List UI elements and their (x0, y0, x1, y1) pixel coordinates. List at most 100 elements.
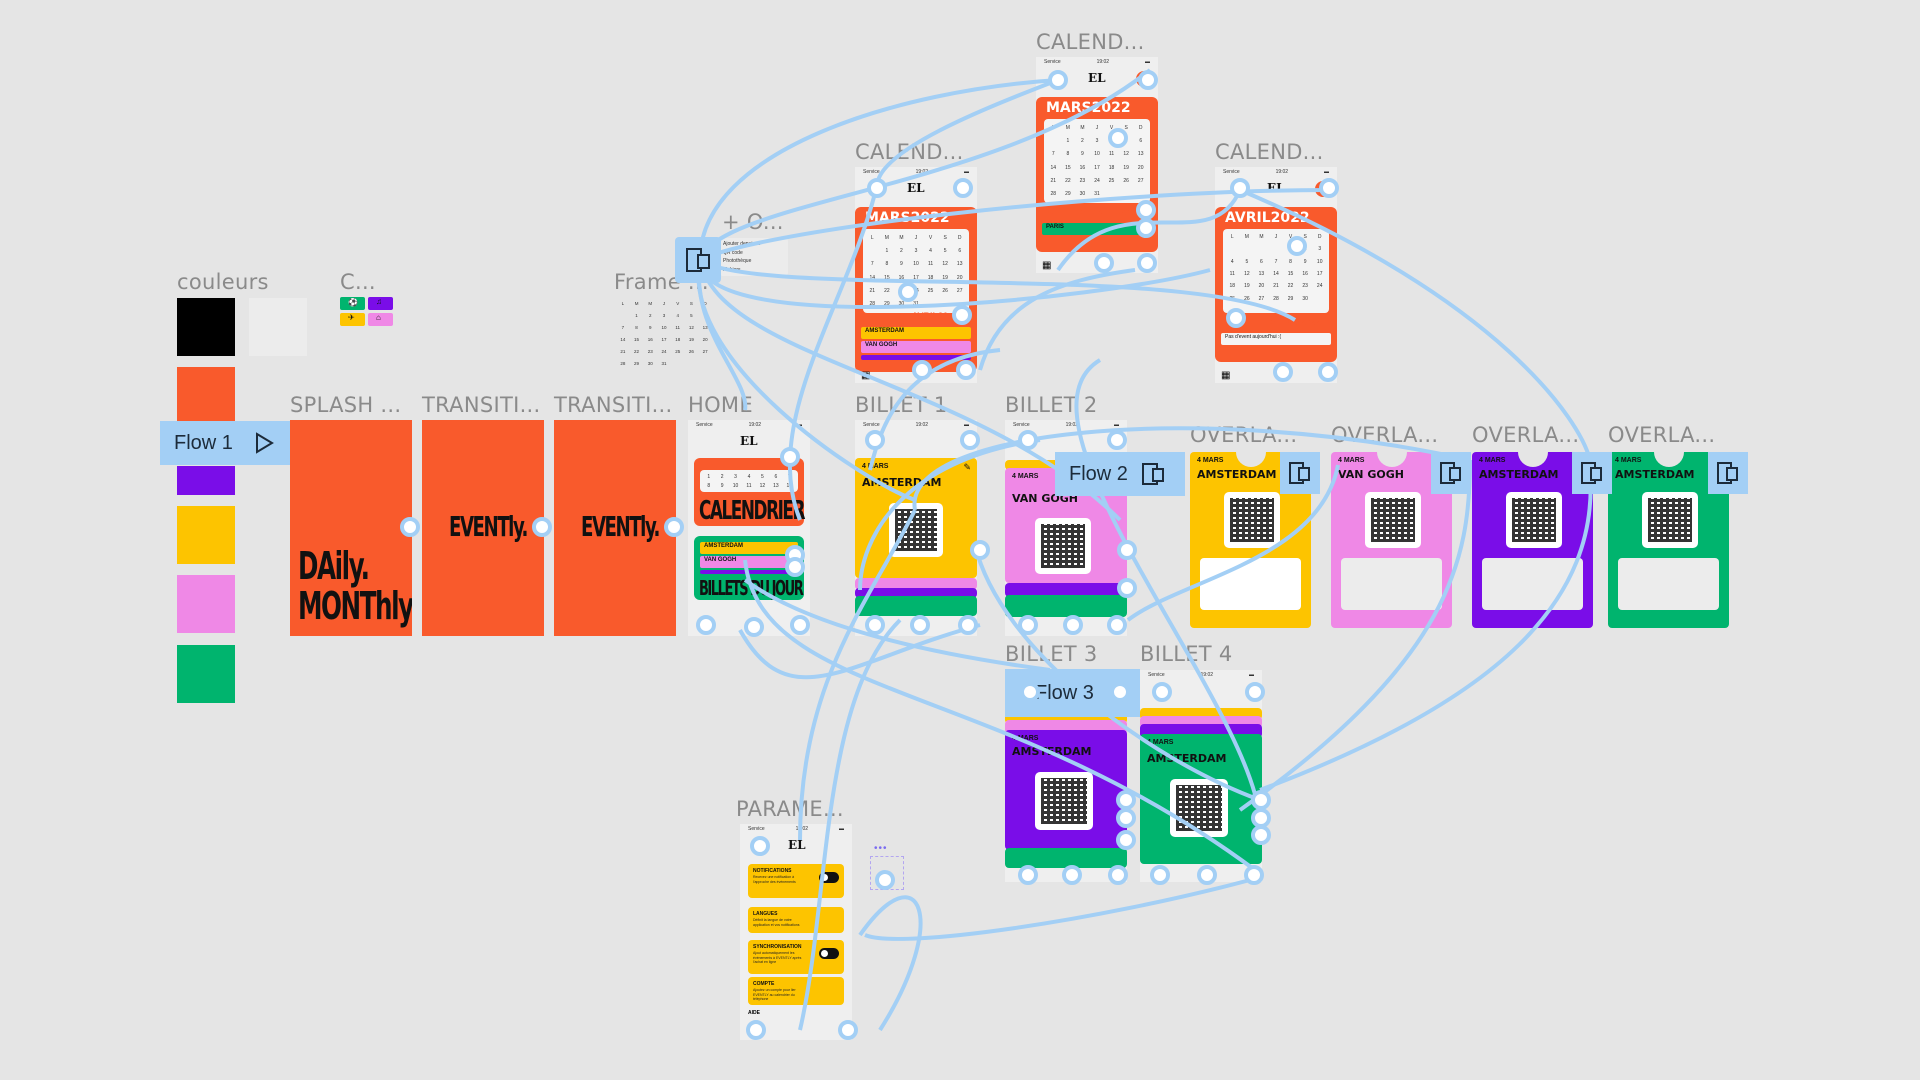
connection-node[interactable] (1287, 236, 1307, 256)
parametres-label[interactable]: PARAME... (736, 797, 844, 821)
calendar-tab-icon[interactable]: ▦ (861, 370, 871, 381)
connection-node[interactable] (532, 517, 552, 537)
connection-node[interactable] (1018, 430, 1038, 450)
connection-node[interactable] (1245, 682, 1265, 702)
settings-toggle[interactable] (819, 872, 839, 883)
calendar-day[interactable]: 23 (1302, 283, 1308, 290)
calendar-day[interactable]: L (621, 301, 625, 307)
calendar-day[interactable]: 2 (649, 313, 652, 319)
connection-node[interactable] (1110, 682, 1130, 702)
calendar-day[interactable]: 1 (885, 247, 889, 254)
edit-pencil-icon[interactable]: ✎ (963, 462, 971, 472)
calendar-day[interactable]: 18 (1108, 164, 1115, 171)
settings-card[interactable]: SYNCHRONISATION Ajout automatiquement le… (748, 940, 844, 974)
calendar-day[interactable]: 22 (1065, 177, 1071, 184)
connection-node[interactable] (838, 1020, 858, 1040)
swatch-orange[interactable] (177, 367, 235, 425)
calendar-day[interactable]: 11 (1108, 151, 1115, 158)
settings-card[interactable]: NOTIFICATIONS Recevez une notification à… (748, 864, 844, 898)
connection-node[interactable] (780, 447, 800, 467)
home-ticket-row[interactable]: AMSTERDAM (700, 542, 798, 554)
connection-node[interactable] (1048, 70, 1068, 90)
calendar-day[interactable]: 27 (1137, 177, 1144, 184)
transition1-frame[interactable]: EVENTly. (422, 420, 544, 636)
calendar-day[interactable]: 1 (1066, 137, 1070, 144)
calendar-day[interactable]: 12 (1244, 270, 1250, 277)
connection-node[interactable] (1319, 178, 1339, 198)
connection-node[interactable] (1018, 615, 1038, 635)
connection-node[interactable] (910, 615, 930, 635)
calendar3-label[interactable]: CALEND... (1215, 140, 1324, 164)
calendar-day[interactable]: 14 (1273, 270, 1279, 277)
calendar-day[interactable]: 6 (703, 313, 707, 319)
connection-node[interactable] (664, 517, 684, 537)
calendar-day[interactable]: 26 (942, 287, 948, 294)
calendar-day[interactable]: 20 (1137, 164, 1144, 171)
calendar-day[interactable]: 7 (1274, 258, 1278, 265)
calendar-day[interactable]: 3 (914, 247, 918, 254)
calendar-day[interactable]: 6 (1139, 137, 1143, 144)
connection-node[interactable] (746, 1020, 766, 1040)
connection-node[interactable] (875, 870, 895, 890)
calendar-day[interactable]: 24 (1094, 177, 1100, 184)
plus-menu-label[interactable]: + O... (722, 210, 784, 234)
calendar-day[interactable]: 17 (1094, 164, 1100, 171)
calendar-day[interactable]: 27 (956, 287, 963, 294)
calendar-day[interactable]: 11 (1229, 270, 1235, 277)
calendar-day[interactable]: 7 (870, 261, 874, 268)
billet4-label[interactable]: BILLET 4 (1140, 642, 1233, 666)
calendar-day[interactable]: 16 (647, 336, 653, 342)
calendar-day[interactable]: 12 (942, 261, 948, 268)
calendar-day[interactable]: 19 (1123, 164, 1129, 171)
calendar-day[interactable]: 24 (661, 348, 667, 354)
connection-node[interactable] (958, 615, 978, 635)
calendar-day[interactable]: 4 (676, 313, 679, 319)
calendar-day[interactable]: 21 (1050, 177, 1057, 184)
stacked-ticket-green[interactable] (855, 596, 977, 616)
ticket-card[interactable]: 4 MARS AMSTERDAM (1005, 730, 1127, 850)
transition1-label[interactable]: TRANSITI... (422, 393, 541, 417)
calendar-day[interactable]: 14 (1050, 164, 1057, 171)
connection-node[interactable] (696, 615, 716, 635)
calendar-day[interactable]: 15 (634, 336, 640, 342)
calendar-day[interactable]: 2 (900, 247, 903, 254)
calendar-day[interactable]: 27 (702, 348, 708, 354)
swatch-black[interactable] (177, 298, 235, 356)
stacked-ticket-green[interactable] (1005, 595, 1127, 617)
calendar-day[interactable]: 13 (1137, 151, 1144, 158)
calendar-day[interactable]: 29 (1287, 295, 1294, 302)
calendar-day[interactable]: 8 (885, 261, 889, 268)
connection-node[interactable] (1136, 218, 1156, 238)
calendar-day[interactable]: 25 (927, 287, 934, 294)
transition2-frame[interactable]: EVENTly. (554, 420, 676, 636)
calendar-day[interactable]: 25 (1108, 177, 1115, 184)
calendar-day[interactable]: 22 (1287, 283, 1294, 290)
overlay-trigger-tag[interactable] (1431, 452, 1471, 494)
calendar-day[interactable]: 3 (662, 313, 666, 319)
calendar-day[interactable]: 25 (1229, 295, 1236, 302)
calendar-day[interactable]: 6 (1260, 258, 1263, 265)
calendar-day[interactable]: 26 (688, 348, 694, 354)
calendar-day[interactable]: 24 (1316, 283, 1323, 290)
calendar-day[interactable]: 29 (884, 301, 890, 308)
connection-node[interactable] (1137, 253, 1157, 273)
prototype-connection[interactable] (978, 268, 1136, 371)
calendar-day[interactable]: 29 (1065, 191, 1071, 198)
connection-node[interactable] (744, 617, 764, 637)
connection-node[interactable] (1094, 253, 1114, 273)
connection-node[interactable] (1138, 70, 1158, 90)
connection-node[interactable] (865, 615, 885, 635)
play-icon[interactable] (253, 432, 275, 454)
next-month-link[interactable]: >> AVRIL20 (899, 311, 949, 321)
billet3-label[interactable]: BILLET 3 (1005, 642, 1098, 666)
connection-node[interactable] (1318, 362, 1338, 382)
calendar-day[interactable]: 22 (634, 348, 640, 354)
calendar-day[interactable]: 15 (1287, 270, 1294, 277)
connection-node[interactable] (865, 430, 885, 450)
calendar-day[interactable]: 21 (869, 287, 876, 294)
calendar-day[interactable]: L (1051, 124, 1055, 131)
connection-node[interactable] (1117, 540, 1137, 560)
calendar-day[interactable]: S (943, 234, 947, 241)
connection-node[interactable] (1251, 790, 1271, 810)
